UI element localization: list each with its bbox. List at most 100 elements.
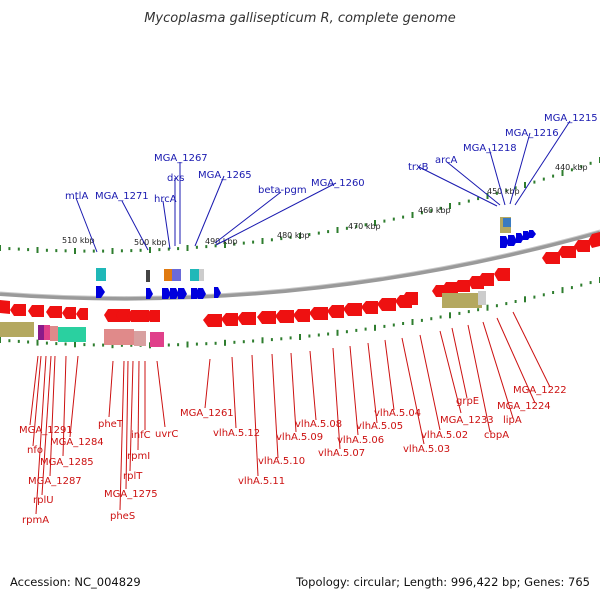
tick-mark	[224, 242, 226, 248]
leader-line	[121, 200, 149, 251]
gene-reverse[interactable]	[237, 312, 256, 325]
label-vlhA.5.02[interactable]: vlhA.5.02	[421, 430, 468, 441]
label-MGA_1261[interactable]: MGA_1261	[180, 408, 234, 419]
gene-reverse[interactable]	[0, 300, 10, 314]
label-pheS[interactable]: pheS	[110, 511, 135, 522]
gene-forward[interactable]	[191, 288, 200, 299]
gene-reverse[interactable]	[62, 307, 76, 319]
label-vlhA.5.10[interactable]: vlhA.5.10	[258, 456, 305, 467]
gene-reverse[interactable]	[127, 310, 141, 322]
tick-mark	[177, 343, 180, 347]
label-hrcA[interactable]: hrcA	[154, 194, 177, 205]
label-MGA_1284[interactable]: MGA_1284	[50, 437, 104, 448]
gene-forward[interactable]	[529, 230, 536, 238]
label-mtlA[interactable]: mtlA	[65, 191, 88, 202]
label-vlhA.5.06[interactable]: vlhA.5.06	[337, 435, 384, 446]
label-uvrC[interactable]: uvrC	[155, 429, 178, 440]
label-MGA_1265[interactable]: MGA_1265	[198, 170, 252, 181]
gene-reverse[interactable]	[116, 309, 130, 322]
label-rpmA[interactable]: rpmA	[22, 515, 49, 526]
gene-reverse[interactable]	[46, 306, 62, 318]
gene-forward[interactable]	[178, 288, 187, 299]
tick-mark	[345, 330, 348, 334]
label-MGA_1260[interactable]: MGA_1260	[311, 178, 365, 189]
gene-reverse[interactable]	[146, 310, 160, 322]
label-vlhA.5.05[interactable]: vlhA.5.05	[356, 421, 403, 432]
gene-reverse[interactable]	[203, 314, 222, 327]
gene-reverse[interactable]	[377, 298, 396, 311]
gene-forward[interactable]	[198, 288, 206, 299]
label-vlhA.5.03[interactable]: vlhA.5.03	[403, 444, 450, 455]
label-cbpA[interactable]: cbpA	[484, 430, 509, 441]
gene-reverse[interactable]	[343, 303, 362, 316]
tick-mark	[252, 240, 255, 244]
gene-reverse[interactable]	[442, 282, 458, 294]
tick-mark	[299, 334, 301, 340]
gene-reverse[interactable]	[293, 309, 310, 322]
label-vlhA.5.11[interactable]: vlhA.5.11	[238, 476, 285, 487]
gene-reverse[interactable]	[361, 301, 378, 314]
label-dxs[interactable]: dxs	[167, 173, 184, 184]
label-MGA_1291[interactable]: MGA_1291	[19, 425, 73, 436]
gene-forward[interactable]	[170, 288, 179, 299]
label-vlhA.5.08[interactable]: vlhA.5.08	[295, 419, 342, 430]
gene-reverse[interactable]	[327, 305, 344, 318]
label-rplT[interactable]: rplT	[123, 471, 143, 482]
gene-forward[interactable]	[146, 288, 153, 299]
label-infC[interactable]: infC	[131, 430, 151, 441]
label-grpE[interactable]: grpE	[456, 396, 479, 407]
gene-reverse[interactable]	[257, 311, 276, 324]
label-lipA[interactable]: lipA	[503, 415, 522, 426]
gene-reverse[interactable]	[542, 252, 560, 264]
gene-reverse[interactable]	[275, 310, 294, 323]
tick-mark	[374, 220, 376, 226]
gene-reverse[interactable]	[137, 310, 149, 322]
gene-reverse[interactable]	[478, 273, 494, 286]
label-rplU[interactable]: rplU	[33, 495, 54, 506]
gene-reverse[interactable]	[494, 268, 510, 281]
label-trxB[interactable]: trxB	[408, 162, 429, 173]
label-nfo[interactable]: nfo	[27, 445, 43, 456]
label-vlhA.5.07[interactable]: vlhA.5.07	[318, 448, 365, 459]
label-MGA_1218[interactable]: MGA_1218	[463, 143, 517, 154]
label-MGA_1224[interactable]: MGA_1224	[497, 401, 551, 412]
gene-forward[interactable]	[508, 235, 517, 246]
label-MGA_1216[interactable]: MGA_1216	[505, 128, 559, 139]
gene-reverse[interactable]	[28, 305, 44, 317]
gene-reverse[interactable]	[558, 246, 576, 258]
gene-reverse[interactable]	[588, 232, 600, 248]
label-MGA_1267[interactable]: MGA_1267	[154, 153, 208, 164]
label-MGA_1222[interactable]: MGA_1222	[513, 385, 567, 396]
feature-block	[44, 325, 50, 340]
gene-reverse[interactable]	[10, 304, 26, 316]
label-vlhA.5.09[interactable]: vlhA.5.09	[276, 432, 323, 443]
gene-forward[interactable]	[516, 233, 524, 243]
gene-reverse[interactable]	[309, 307, 328, 320]
gene-forward[interactable]	[96, 286, 105, 298]
gene-reverse[interactable]	[221, 313, 238, 326]
gene-reverse[interactable]	[76, 308, 88, 320]
gene-reverse[interactable]	[402, 292, 418, 305]
gene-reverse[interactable]	[454, 280, 470, 292]
label-MGA_1271[interactable]: MGA_1271	[95, 191, 149, 202]
tick-mark	[570, 168, 573, 172]
gene-forward[interactable]	[214, 287, 221, 298]
label-MGA_1275[interactable]: MGA_1275	[104, 489, 158, 500]
label-MGA_1287[interactable]: MGA_1287	[28, 476, 82, 487]
label-MGA_1233[interactable]: MGA_1233	[440, 415, 494, 426]
gene-reverse[interactable]	[104, 309, 120, 322]
label-beta-pgm[interactable]: beta-pgm	[258, 185, 307, 196]
label-MGA_1215[interactable]: MGA_1215	[544, 113, 598, 124]
gene-reverse[interactable]	[574, 240, 590, 252]
label-MGA_1285[interactable]: MGA_1285	[40, 457, 94, 468]
tick-mark	[261, 337, 264, 344]
label-pheT[interactable]: pheT	[98, 419, 124, 430]
label-arcA[interactable]: arcA	[435, 155, 458, 166]
gene-forward[interactable]	[500, 236, 509, 248]
label-vlhA.5.04[interactable]: vlhA.5.04	[374, 408, 421, 419]
label-vlhA.5.12[interactable]: vlhA.5.12	[213, 428, 260, 439]
leader-line	[119, 360, 125, 511]
label-rpmI[interactable]: rpmI	[127, 451, 150, 462]
tick-mark	[111, 342, 114, 349]
gene-forward[interactable]	[162, 288, 171, 299]
